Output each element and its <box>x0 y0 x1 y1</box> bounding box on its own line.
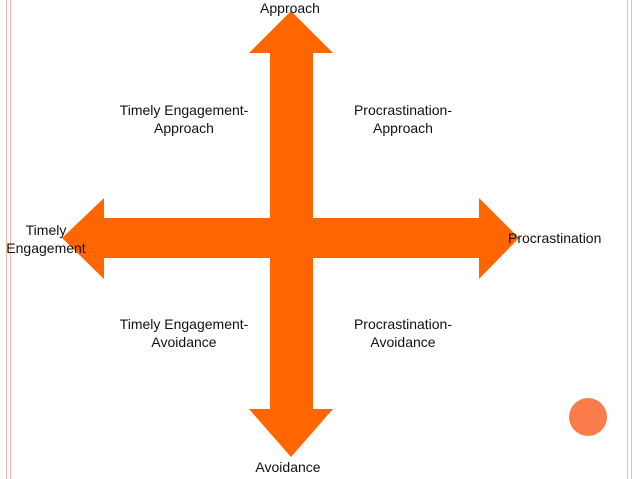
axis-label-approach: Approach <box>260 0 320 16</box>
left-border-line <box>6 0 7 479</box>
quadrant-label-timely-engagement-approach: Timely Engagement- Approach <box>119 102 249 136</box>
left-border-line-inner <box>10 0 11 479</box>
decorative-circle <box>569 398 607 436</box>
horizontal-double-arrow <box>62 198 519 279</box>
quadrant-label-timely-engagement-avoidance: Timely Engagement- Avoidance <box>119 316 249 350</box>
right-border-line <box>631 0 632 479</box>
quadrant-label-procrastination-approach: Procrastination- Approach <box>353 102 453 136</box>
axis-label-procrastination: Procrastination <box>508 230 602 246</box>
quadrant-label-procrastination-avoidance: Procrastination- Avoidance <box>353 316 453 350</box>
axis-label-avoidance: Avoidance <box>255 459 321 475</box>
right-border-line-inner <box>627 0 628 479</box>
axis-label-timely-engagement: Timely Engagement <box>6 222 86 256</box>
